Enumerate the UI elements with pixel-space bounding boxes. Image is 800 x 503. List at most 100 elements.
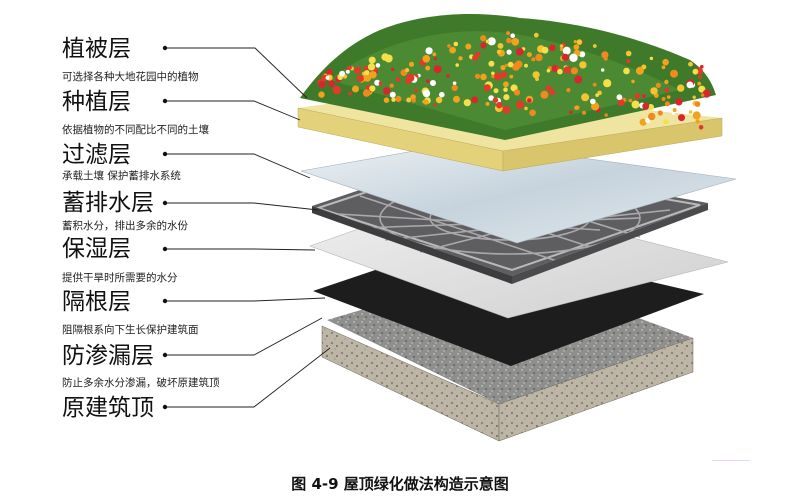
flower xyxy=(573,40,577,44)
flower xyxy=(485,101,490,106)
flower xyxy=(378,81,383,86)
layer-desc-root-barrier: 阻隔根系向下生长保护建筑面 xyxy=(62,324,199,336)
flower xyxy=(531,57,536,62)
flower xyxy=(425,65,431,71)
layer-name-drainage: 蓄排水层 xyxy=(62,190,154,216)
flower xyxy=(488,95,494,101)
flower xyxy=(451,84,458,91)
flower xyxy=(425,79,430,84)
flower xyxy=(447,44,451,48)
flower xyxy=(491,71,495,76)
flower xyxy=(455,63,460,67)
flower xyxy=(563,66,571,74)
flower xyxy=(566,88,571,93)
flower xyxy=(375,63,381,68)
flower xyxy=(318,91,325,98)
flower xyxy=(433,65,442,74)
flower xyxy=(661,97,666,101)
flower xyxy=(494,72,502,81)
flower xyxy=(435,96,443,104)
flower xyxy=(483,84,491,92)
flower xyxy=(488,60,495,67)
flower xyxy=(661,65,666,70)
flower xyxy=(686,81,694,89)
flower xyxy=(515,60,523,68)
flower xyxy=(362,89,371,97)
flower xyxy=(527,98,532,103)
flower xyxy=(569,53,578,62)
flower xyxy=(634,93,641,100)
leader-line xyxy=(165,47,308,99)
flower xyxy=(446,74,450,78)
flower xyxy=(561,53,570,62)
flower xyxy=(487,37,496,46)
flower xyxy=(406,73,415,83)
flower xyxy=(356,74,364,83)
flower xyxy=(510,33,515,38)
flower xyxy=(452,81,457,85)
layer-desc-moisture: 提供干旱时所需要的水分 xyxy=(62,272,178,284)
flower xyxy=(503,94,510,101)
flower xyxy=(374,79,381,86)
flower xyxy=(515,47,524,56)
flower xyxy=(503,87,508,92)
leader-dot xyxy=(162,246,168,252)
flower xyxy=(480,42,487,49)
flower xyxy=(463,99,471,107)
flower xyxy=(496,49,502,54)
flower xyxy=(506,31,511,36)
layer-desc-vegetation: 可选择各种大地花园中的植物 xyxy=(62,71,199,83)
flower xyxy=(383,87,391,95)
flower xyxy=(649,56,654,61)
flower xyxy=(395,95,402,102)
flower xyxy=(500,65,506,71)
flower xyxy=(506,49,512,55)
flower xyxy=(526,52,532,58)
flower xyxy=(697,81,702,86)
flower xyxy=(363,73,372,82)
figure-caption: 图 4-9 屋顶绿化做法构造示意图 xyxy=(291,475,509,493)
flower xyxy=(601,68,605,72)
decorative-line xyxy=(712,460,750,461)
leader-line xyxy=(165,153,311,179)
flower xyxy=(557,68,563,75)
flower xyxy=(581,110,587,115)
flower xyxy=(695,119,700,124)
flower xyxy=(503,81,509,88)
flower xyxy=(645,117,651,124)
flower xyxy=(425,47,433,55)
flower xyxy=(496,101,503,109)
flower xyxy=(692,95,696,99)
flower xyxy=(663,119,669,125)
flower xyxy=(332,85,341,95)
flower xyxy=(506,37,512,44)
flower xyxy=(471,96,479,104)
flower xyxy=(391,67,395,72)
flower xyxy=(524,106,528,111)
flower xyxy=(433,103,437,107)
flower xyxy=(664,79,669,85)
flower xyxy=(642,102,650,110)
flower xyxy=(700,64,704,69)
flower xyxy=(698,75,702,79)
leader-dot xyxy=(162,200,168,206)
flower xyxy=(625,50,632,57)
flower xyxy=(414,88,419,93)
layer-desc-drainage: 蓄积水分，排出多余的水份 xyxy=(62,220,188,232)
flower xyxy=(541,46,549,54)
layer-name-roof: 原建筑顶 xyxy=(62,395,154,421)
flower xyxy=(453,95,460,103)
leader-dot xyxy=(162,298,168,304)
flower xyxy=(395,77,401,82)
flower xyxy=(368,56,376,64)
flower xyxy=(381,53,390,61)
flower xyxy=(354,66,362,74)
flower xyxy=(671,111,676,115)
layer-name-filter: 过滤层 xyxy=(62,142,131,168)
flower xyxy=(590,98,596,105)
flower xyxy=(677,84,685,92)
flower xyxy=(573,44,580,50)
flower xyxy=(592,44,597,48)
flower xyxy=(369,85,376,92)
